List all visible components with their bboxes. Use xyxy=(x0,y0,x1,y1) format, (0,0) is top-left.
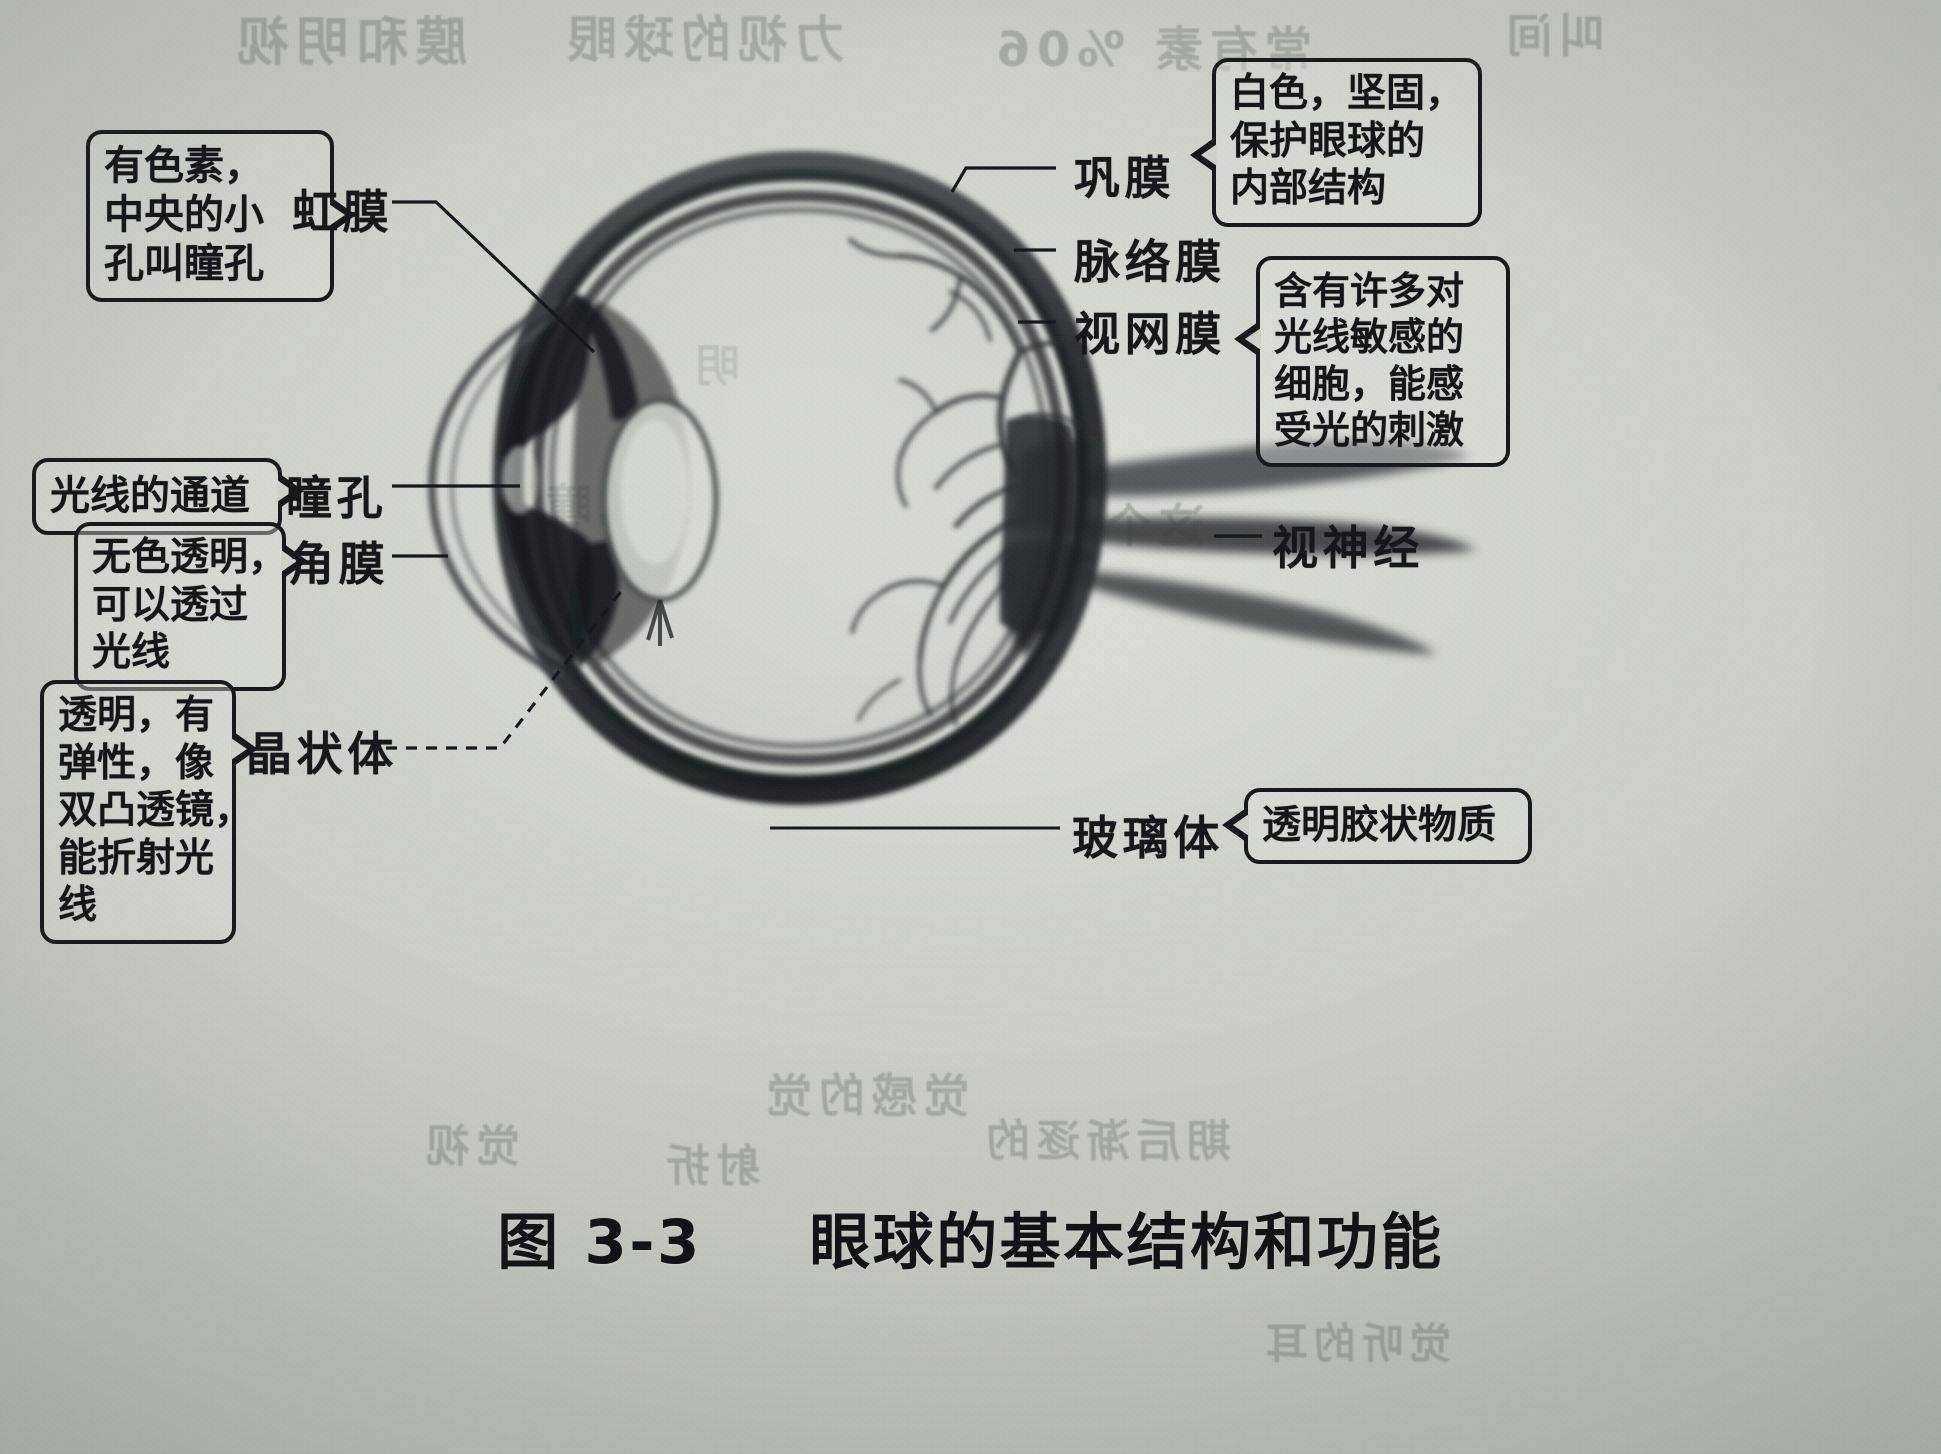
label-cornea: 角膜 xyxy=(288,537,390,591)
callout-lens-line-2: 双凸透镜， xyxy=(58,788,254,834)
callout-cornea-nib xyxy=(281,544,308,578)
callout-sclera-nib xyxy=(1190,138,1217,172)
callout-sclera-line-2: 内部结构 xyxy=(1230,166,1387,212)
bleed-text-11: 觉听的耳 xyxy=(1260,1319,1452,1368)
vitreous-body-area xyxy=(525,182,1075,774)
label-vitreous: 玻璃体 xyxy=(1072,811,1224,865)
callout-cornea-line-1: 可以透过 xyxy=(92,582,249,628)
bleed-text-10: 射折 xyxy=(660,1141,761,1192)
callout-retina-line-3: 受光的刺激 xyxy=(1274,408,1465,453)
lens-shape xyxy=(601,397,719,646)
leader-iris xyxy=(392,200,596,354)
callout-vitreous-nib xyxy=(1222,808,1249,842)
label-pupil: 瞳孔 xyxy=(286,471,388,525)
bleed-text-9: 觉视 xyxy=(420,1121,521,1172)
bleed-text-8: 期后渐逐的 xyxy=(980,1116,1231,1167)
callout-iris-line-0: 有色素， xyxy=(104,143,264,189)
callout-iris-line-2: 孔叫瞳孔 xyxy=(104,240,264,287)
iris-shape xyxy=(500,292,690,668)
callout-cornea: 无色透明， 可以透过 光线 xyxy=(74,522,308,691)
label-sclera: 巩膜 xyxy=(1074,151,1176,205)
callout-cornea-line-0: 无色透明， xyxy=(92,535,288,580)
callout-retina-nib xyxy=(1234,322,1261,356)
figure-caption-title: 眼球的基本结构和功能 xyxy=(809,1207,1444,1278)
callout-vitreous-line-0: 透明胶状物质 xyxy=(1262,803,1497,848)
callout-retina-line-0: 含有许多对 xyxy=(1274,269,1465,313)
callout-lens: 透明，有 弹性，像 双凸透镜， 能折射光 线 xyxy=(40,680,258,944)
callout-cornea-line-2: 光线 xyxy=(92,630,171,676)
choroid-layer xyxy=(532,190,1068,766)
callout-iris: 有色素， 中央的小 孔叫瞳孔 xyxy=(86,130,356,303)
callout-lens-line-4: 线 xyxy=(58,883,98,929)
bleed-text-3: 叫间 xyxy=(1500,9,1605,63)
callout-iris-line-1: 中央的小 xyxy=(104,191,264,238)
bleed-text-5: 会孔瞳 xyxy=(540,479,698,533)
callout-retina-line-1: 光线敏感的 xyxy=(1274,315,1465,360)
label-optic-nerve: 视神经 xyxy=(1272,521,1424,575)
bleed-text-7: 觉感的觉 xyxy=(760,1069,970,1123)
label-iris: 虹膜 xyxy=(292,185,394,239)
bleed-text-1: 力视的球眼 xyxy=(560,11,845,69)
retinal-vessels xyxy=(848,238,1087,726)
sclera-layer xyxy=(492,150,1108,806)
bleed-text-6: 这个 xyxy=(1100,499,1205,553)
callout-lens-line-0: 透明，有 xyxy=(58,693,215,738)
label-choroid: 脉络膜 xyxy=(1074,235,1226,289)
callout-pupil: 光线的通道 xyxy=(32,458,304,535)
figure-caption: 图 3-3 眼球的基本结构和功能 xyxy=(0,1192,1941,1281)
bleed-text-4: 明 xyxy=(690,341,741,392)
label-retina: 视网膜 xyxy=(1074,307,1226,361)
cornea-shape xyxy=(427,296,568,680)
callout-pupil-nib xyxy=(277,474,304,508)
callout-lens-nib xyxy=(231,732,258,766)
retina-layer xyxy=(548,206,1052,750)
callout-sclera-line-1: 保护眼球的 xyxy=(1230,118,1426,164)
leader-lens xyxy=(386,589,624,750)
callout-sclera: 白色，坚固， 保护眼球的 内部结构 xyxy=(1190,58,1482,227)
callout-pupil-line-0: 光线的通道 xyxy=(50,473,250,519)
optic-disc xyxy=(1000,415,1074,633)
leader-sclera xyxy=(950,166,1056,193)
callout-lens-line-1: 弹性，像 xyxy=(58,740,215,786)
callout-iris-nib xyxy=(329,198,356,232)
bleed-text-0: 膜和明视 xyxy=(230,13,468,73)
pupil-shape xyxy=(502,446,538,514)
callout-retina: 含有许多对 光线敏感的 细胞，能感 受光的刺激 xyxy=(1234,256,1510,468)
figure-caption-number: 图 3-3 xyxy=(497,1207,702,1278)
callout-lens-line-3: 能折射光 xyxy=(58,835,215,881)
callout-retina-line-2: 细胞，能感 xyxy=(1274,361,1465,406)
callout-vitreous: 透明胶状物质 xyxy=(1222,788,1532,864)
label-lens: 晶状体 xyxy=(246,727,398,781)
callout-sclera-line-0: 白色，坚固， xyxy=(1230,71,1465,116)
